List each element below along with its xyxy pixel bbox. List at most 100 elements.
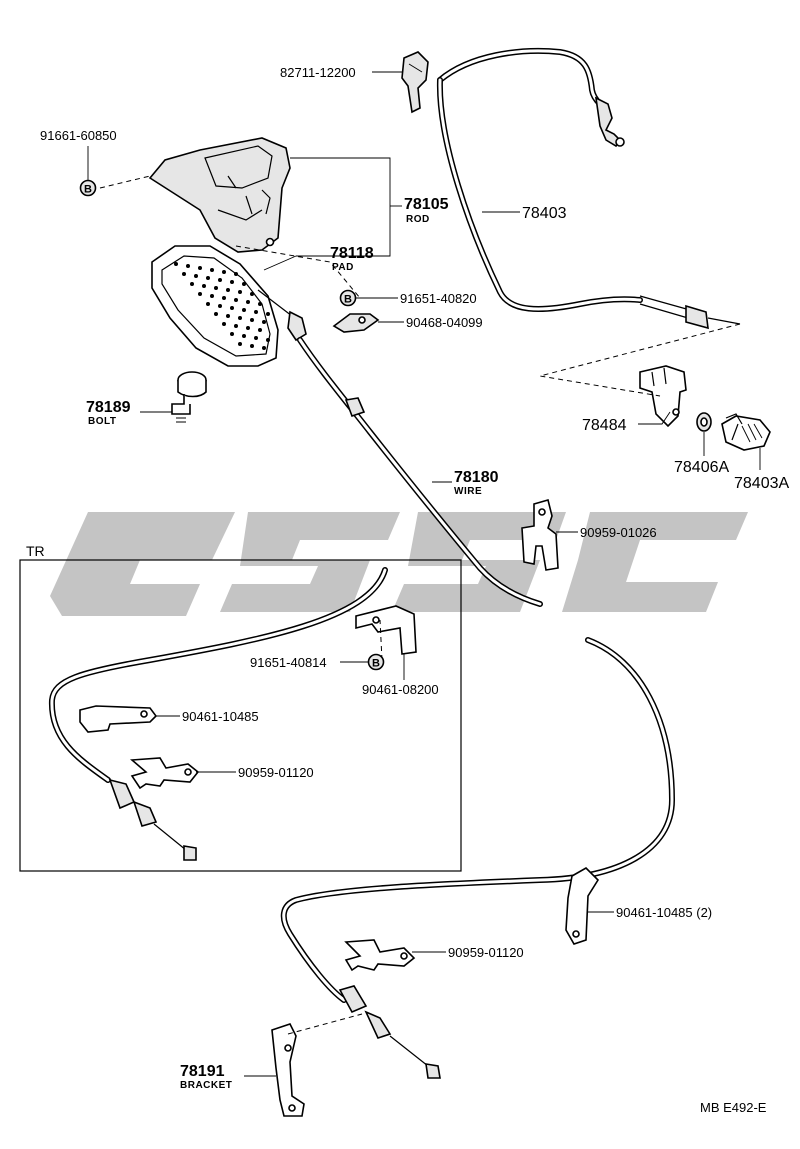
pad-dot <box>214 312 218 316</box>
label-91651-40814: 91651-40814 <box>250 655 327 670</box>
bolt-badge-91651a: B <box>339 289 357 307</box>
pad-dot <box>234 324 238 328</box>
pad-dot <box>238 290 242 294</box>
pad-dot <box>234 298 238 302</box>
label-78403A: 78403A <box>734 475 789 492</box>
pad-dot <box>206 302 210 306</box>
pad-dot <box>230 332 234 336</box>
pad-dot <box>230 306 234 310</box>
pad-dot <box>198 292 202 296</box>
svg-text:B: B <box>344 294 352 306</box>
pad-dot <box>222 296 226 300</box>
pad-dot <box>250 344 254 348</box>
label-78406A: 78406A <box>674 459 729 476</box>
pad-dot <box>226 288 230 292</box>
pad-dot <box>198 266 202 270</box>
cable-lower <box>280 637 676 1079</box>
pad-dot <box>222 322 226 326</box>
inset-tr: TR <box>19 543 462 872</box>
clamp-90959-01120-inset[interactable] <box>130 757 200 790</box>
pad-dot <box>226 314 230 318</box>
label-78189-name: BOLT <box>88 416 116 427</box>
inset-label: TR <box>26 543 45 559</box>
pad-dot <box>262 320 266 324</box>
pad-dot <box>238 342 242 346</box>
label-78118: 78118 <box>330 245 374 262</box>
label-90461-10485: 90461-10485 <box>182 709 259 724</box>
pad-dot <box>250 292 254 296</box>
pad-dot <box>246 326 250 330</box>
bolt-badge-91661: B <box>79 179 97 197</box>
pad-dot <box>202 284 206 288</box>
label-78180-name: WIRE <box>454 486 482 497</box>
label-78105: 78105 <box>404 196 449 213</box>
callout-labels: 82711-12200 91661-60850 78105 ROD 78118 … <box>40 65 789 1115</box>
label-78484: 78484 <box>582 417 627 434</box>
clamp-90461-10485[interactable] <box>79 705 158 733</box>
pad-dot <box>206 276 210 280</box>
pad-dot <box>194 274 198 278</box>
label-78191-name: BRACKET <box>180 1080 232 1091</box>
clamp-90959-01120-lower[interactable] <box>344 939 416 972</box>
label-90959-01026: 90959-01026 <box>580 525 657 540</box>
svg-text:B: B <box>84 184 92 196</box>
pad-dot <box>258 302 262 306</box>
wire-78180 <box>257 289 543 607</box>
pad-dot <box>214 286 218 290</box>
pad-dot <box>222 270 226 274</box>
pad-texture <box>174 262 270 350</box>
pad-dot <box>186 264 190 268</box>
bolt-badge-91651b: B <box>367 653 385 671</box>
label-78191: 78191 <box>180 1063 225 1080</box>
label-91651-40820: 91651-40820 <box>400 291 477 306</box>
assembly-dashes <box>99 175 741 1035</box>
pedal-rod-78105[interactable] <box>148 137 291 253</box>
pad-dot <box>210 268 214 272</box>
pad-dot <box>234 272 238 276</box>
pad-dot <box>262 346 266 350</box>
pad-dot <box>174 262 178 266</box>
pad-dot <box>238 316 242 320</box>
label-78105-name: ROD <box>406 214 430 225</box>
pad-dot <box>242 334 246 338</box>
clip-82711[interactable] <box>401 51 429 114</box>
cable-78403 <box>436 47 741 330</box>
leader-lines <box>87 71 761 1077</box>
pad-dot <box>218 304 222 308</box>
pad-dot <box>242 308 246 312</box>
pad-dot <box>254 336 258 340</box>
label-90468: 90468-04099 <box>406 315 483 330</box>
pad-dot <box>254 310 258 314</box>
pad-dot <box>210 294 214 298</box>
label-82711: 82711-12200 <box>280 65 356 80</box>
pad-dot <box>190 282 194 286</box>
clamp-90959-01026[interactable] <box>521 499 559 571</box>
pad-dot <box>250 318 254 322</box>
pad-dot <box>182 272 186 276</box>
knob-78403A[interactable] <box>721 413 771 451</box>
bracket-78484[interactable] <box>639 365 687 428</box>
bracket-90461-08200[interactable] <box>355 605 417 655</box>
bracket-78191[interactable] <box>271 1023 305 1117</box>
pad-dot <box>258 328 262 332</box>
pad-dot <box>218 278 222 282</box>
label-90959-01120-lower: 90959-01120 <box>448 945 524 960</box>
pad-dot <box>266 338 270 342</box>
footer-code: MB E492-E <box>700 1100 767 1115</box>
pad-dot <box>266 312 270 316</box>
pad-dot <box>246 300 250 304</box>
bolt-78189[interactable] <box>171 371 207 423</box>
nut-78406A[interactable] <box>696 412 712 432</box>
label-90959-01120-inset: 90959-01120 <box>238 765 314 780</box>
pad-dot <box>230 280 234 284</box>
clamp-90461-10485-2[interactable] <box>565 867 600 945</box>
svg-text:B: B <box>372 658 380 670</box>
pedal-pad-78118[interactable] <box>151 245 279 367</box>
label-91661: 91661-60850 <box>40 128 117 143</box>
label-90461-08200: 90461-08200 <box>362 682 439 697</box>
clip-90468[interactable] <box>332 313 380 333</box>
brand-watermark-icon <box>50 512 748 616</box>
pad-dot <box>242 282 246 286</box>
